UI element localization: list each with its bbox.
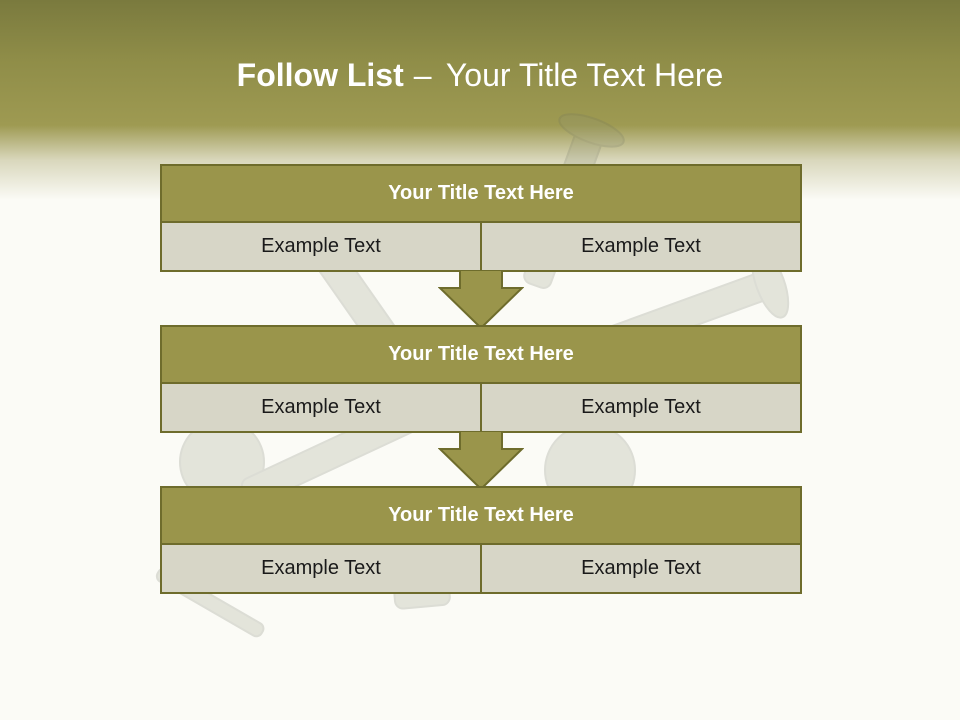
block-row: Example Text Example Text [162,223,800,270]
block-title: Your Title Text Here [162,488,800,545]
block-cell-right: Example Text [480,223,800,270]
block-cell-right: Example Text [480,545,800,592]
down-arrow-icon [438,270,524,330]
title-rest: Your Title Text Here [445,57,724,93]
block-cell-right: Example Text [480,384,800,431]
list-block-3: Your Title Text Here Example Text Exampl… [160,486,802,594]
block-row: Example Text Example Text [162,545,800,592]
block-title: Your Title Text Here [162,327,800,384]
block-row: Example Text Example Text [162,384,800,431]
slide-title: Follow List– Your Title Text Here [0,52,960,98]
block-cell-left: Example Text [162,223,480,270]
list-block-1: Your Title Text Here Example Text Exampl… [160,164,802,272]
list-block-2: Your Title Text Here Example Text Exampl… [160,325,802,433]
block-cell-left: Example Text [162,545,480,592]
down-arrow-icon [438,431,524,491]
title-bold: Follow List [236,57,404,93]
title-dash: – [413,57,432,93]
block-title: Your Title Text Here [162,166,800,223]
block-cell-left: Example Text [162,384,480,431]
